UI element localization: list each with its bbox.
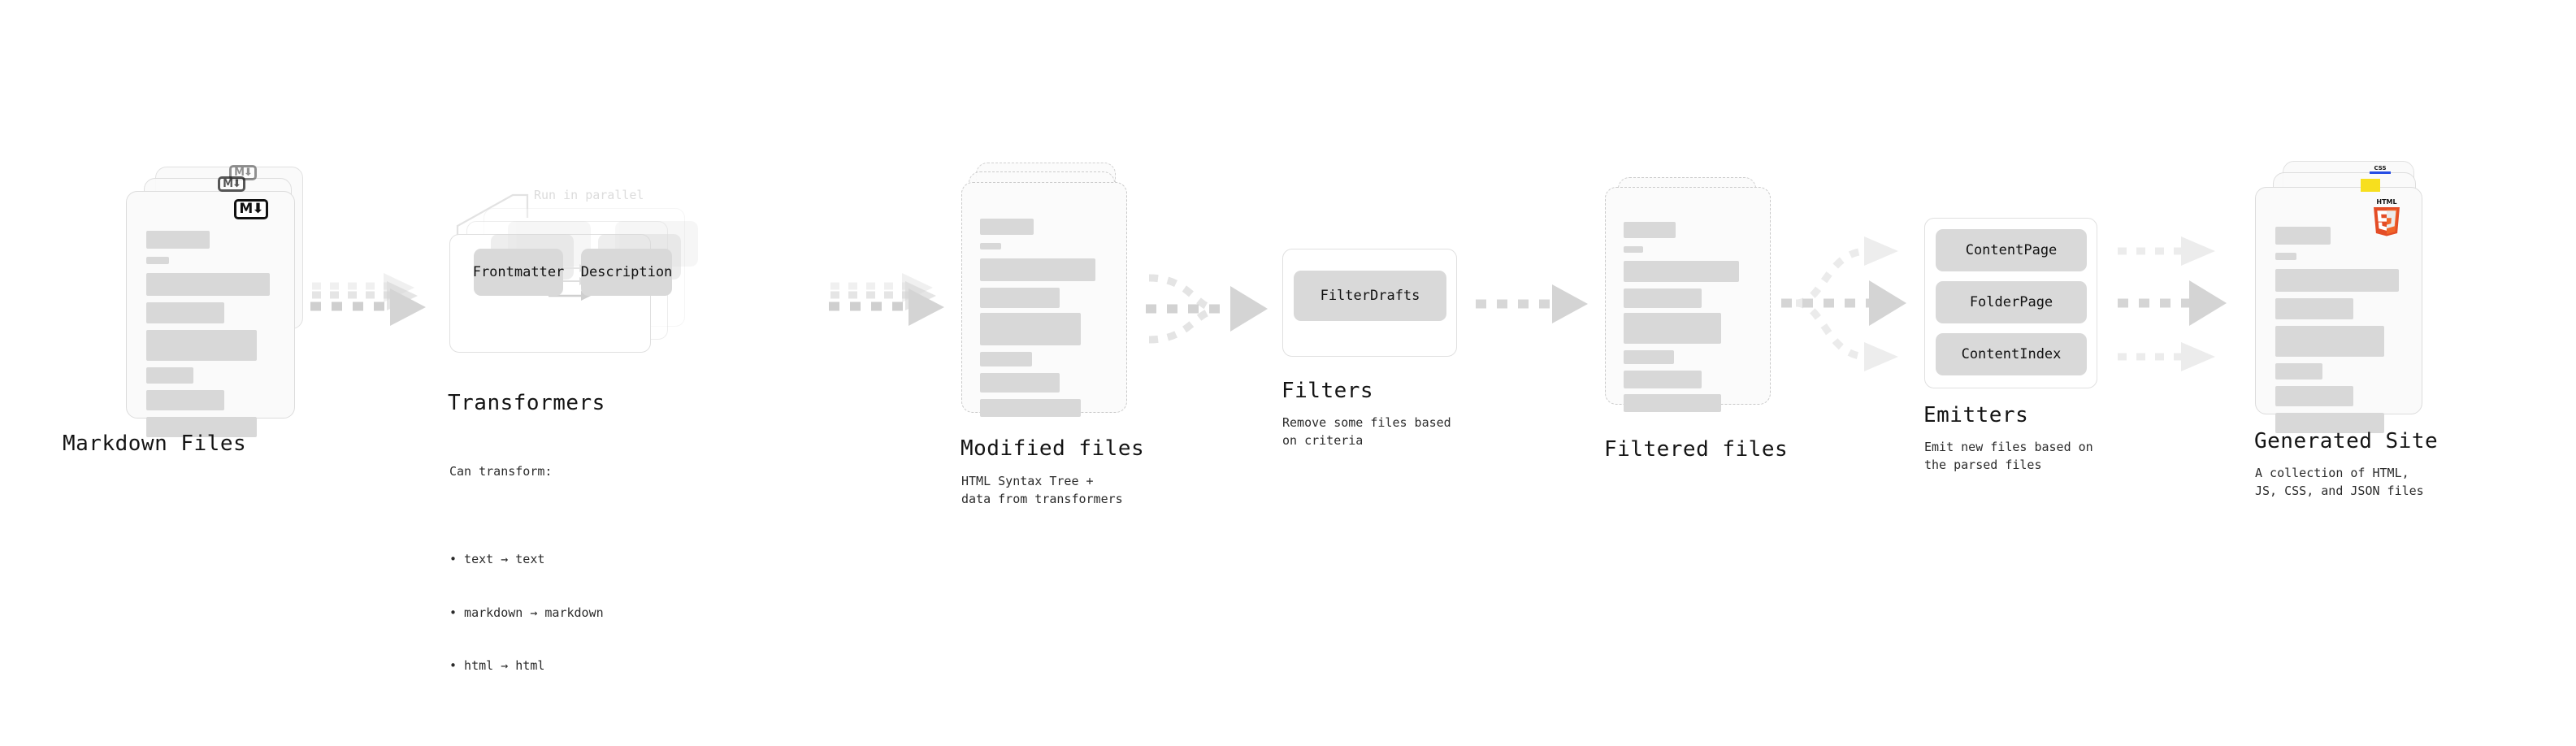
document-placeholder-lines xyxy=(1606,188,1770,412)
modified-document-stack xyxy=(961,163,1140,423)
css-badge: CSS xyxy=(2370,165,2391,176)
stage-markdown-files: M⬇ M⬇ M⬇ Markdown Files xyxy=(63,165,305,456)
transformer-chip-description-label: Description xyxy=(580,264,673,280)
emitters-chip-folderpage[interactable]: FolderPage xyxy=(1936,281,2087,323)
emitters-chip-folderpage-label: FolderPage xyxy=(1969,294,2053,310)
markdown-badge-mid: M⬇ xyxy=(218,176,245,192)
transformer-chip-frontmatter-label: Frontmatter xyxy=(472,264,565,280)
transformers-description: Can transform: • text → text • markdown … xyxy=(449,427,604,746)
js-badge xyxy=(2361,179,2380,192)
markdown-badge-front: M⬇ xyxy=(234,199,268,219)
css-badge-label: CSS xyxy=(2374,165,2387,171)
pipeline-diagram: M⬇ M⬇ M⬇ Markdown Files Run in parallel xyxy=(63,161,2442,673)
document-card-front xyxy=(1605,187,1771,412)
run-in-parallel-label: Run in parallel xyxy=(534,188,644,202)
stage-title-emitters: Emitters xyxy=(1923,403,2029,427)
stage-emitters: ContentPage FolderPage ContentIndex Emit… xyxy=(1923,218,2111,472)
transformers-bullet-1: • markdown → markdown xyxy=(449,605,604,620)
transformers-bullet-list: • text → text • markdown → markdown • ht… xyxy=(449,516,604,710)
stage-title-transformers: Transformers xyxy=(448,391,605,415)
filters-description: Remove some files based on criteria xyxy=(1282,415,1451,448)
stage-title-markdown-files: Markdown Files xyxy=(63,432,247,456)
emitters-chip-contentindex[interactable]: ContentIndex xyxy=(1936,333,2087,375)
arrow-emitters-to-site xyxy=(2118,236,2227,371)
transformers-bullet-0: • text → text xyxy=(449,552,545,567)
emitters-chip-contentindex-label: ContentIndex xyxy=(1961,346,2062,362)
css-badge-bar xyxy=(2370,171,2391,174)
markdown-document-stack: M⬇ M⬇ M⬇ xyxy=(126,165,305,437)
filters-chip-filterdrafts[interactable]: FilterDrafts xyxy=(1294,271,1446,321)
emitters-chip-contentpage[interactable]: ContentPage xyxy=(1936,229,2087,271)
document-card-front xyxy=(961,182,1127,417)
document-card-front xyxy=(126,191,295,437)
transformer-chip-description[interactable]: Description xyxy=(581,249,672,296)
html5-badge: HTML xyxy=(2374,198,2400,236)
generated-site-description: A collection of HTML, JS, CSS, and JSON … xyxy=(2255,466,2424,498)
transformer-chip-frontmatter[interactable]: Frontmatter xyxy=(472,249,565,296)
stage-filtered-files: Filtered files xyxy=(1604,177,1788,462)
transformers-bullet-2: • html → html xyxy=(449,657,545,673)
stage-filters: FilterDrafts Filters Remove some files b… xyxy=(1281,249,1461,448)
generated-site-document-stack: CSS HTML xyxy=(2255,161,2442,433)
modified-files-description: HTML Syntax Tree + data from transformer… xyxy=(961,474,1123,506)
arrow-modified-to-filters xyxy=(1146,274,1268,344)
stage-modified-files: Modified files HTML Syntax Tree + data f… xyxy=(961,163,1144,506)
run-in-parallel-bracket xyxy=(456,193,529,245)
stage-title-generated-site: Generated Site xyxy=(2254,429,2439,453)
stage-title-modified-files: Modified files xyxy=(961,436,1145,461)
document-placeholder-lines xyxy=(127,192,294,437)
document-placeholder-lines xyxy=(962,183,1126,417)
arrow-transformers-to-modified xyxy=(829,273,944,326)
arrow-filtered-to-emitters xyxy=(1781,236,1906,371)
arrow-filters-to-filtered xyxy=(1476,284,1588,323)
arrow-markdown-to-transformers xyxy=(310,273,426,326)
document-placeholder-lines xyxy=(2256,188,2422,433)
stage-title-filters: Filters xyxy=(1281,379,1374,403)
stage-transformers: Run in parallel x x x x xyxy=(448,188,698,673)
filters-chip-filterdrafts-label: FilterDrafts xyxy=(1320,288,1420,304)
emitters-description: Emit new files based on the parsed files xyxy=(1924,440,2093,472)
filtered-document-stack xyxy=(1605,177,1784,421)
stage-generated-site: CSS HTML Generated Site A collection of … xyxy=(2254,161,2442,498)
stage-title-filtered-files: Filtered files xyxy=(1604,437,1789,462)
emitters-chip-contentpage-label: ContentPage xyxy=(1965,242,2058,258)
svg-text:HTML: HTML xyxy=(2376,198,2396,206)
transformers-description-heading: Can transform: xyxy=(449,463,553,479)
